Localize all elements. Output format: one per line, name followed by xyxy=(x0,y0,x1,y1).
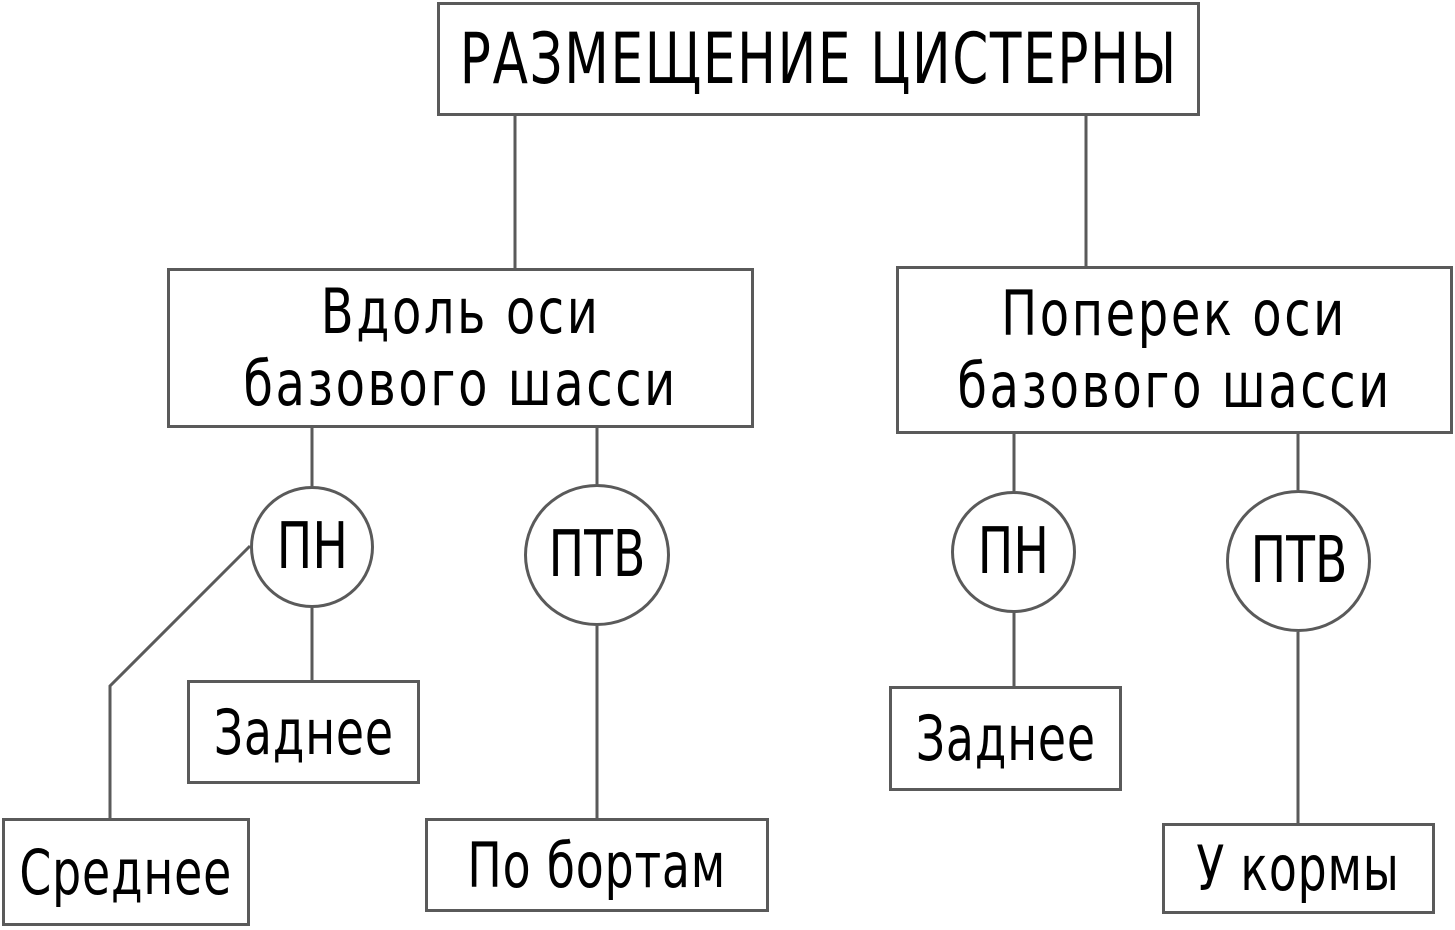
leaf-left-rear: Заднее xyxy=(187,680,420,784)
connector-left-pn-middle xyxy=(108,544,252,818)
leaf-left-middle-label: Среднее xyxy=(19,835,233,909)
leaf-right-stern-label: У кормы xyxy=(1196,832,1401,905)
node-across-axis-line1: Поперек оси xyxy=(1001,277,1348,350)
left-pn-label: ПН xyxy=(276,510,348,584)
left-pn-circle: ПН xyxy=(250,486,374,608)
node-along-axis-line1: Вдоль оси xyxy=(320,275,601,348)
leaf-right-rear-label: Заднее xyxy=(915,702,1096,775)
leaf-right-rear: Заднее xyxy=(889,686,1122,791)
node-along-axis-line2: базового шасси xyxy=(243,347,678,420)
right-ptv-label: ПТВ xyxy=(1250,524,1347,598)
leaf-right-stern: У кормы xyxy=(1162,823,1435,914)
right-pn-label: ПН xyxy=(977,515,1050,589)
left-ptv-label: ПТВ xyxy=(548,518,646,592)
right-pn-circle: ПН xyxy=(951,491,1076,613)
left-ptv-circle: ПТВ xyxy=(524,484,670,626)
node-across-axis-line2: базового шасси xyxy=(957,349,1392,422)
right-ptv-circle: ПТВ xyxy=(1226,490,1371,632)
leaf-left-sides-label: По бортам xyxy=(467,828,727,902)
node-across-axis: Поперек оси базового шасси xyxy=(896,266,1453,434)
leaf-left-middle: Среднее xyxy=(2,818,250,926)
leaf-left-rear-label: Заднее xyxy=(213,695,394,769)
root-node: РАЗМЕЩЕНИЕ ЦИСТЕРНЫ xyxy=(437,2,1200,116)
node-along-axis: Вдоль оси базового шасси xyxy=(167,268,754,428)
leaf-left-sides: По бортам xyxy=(425,818,769,912)
root-label: РАЗМЕЩЕНИЕ ЦИСТЕРНЫ xyxy=(459,18,1178,100)
